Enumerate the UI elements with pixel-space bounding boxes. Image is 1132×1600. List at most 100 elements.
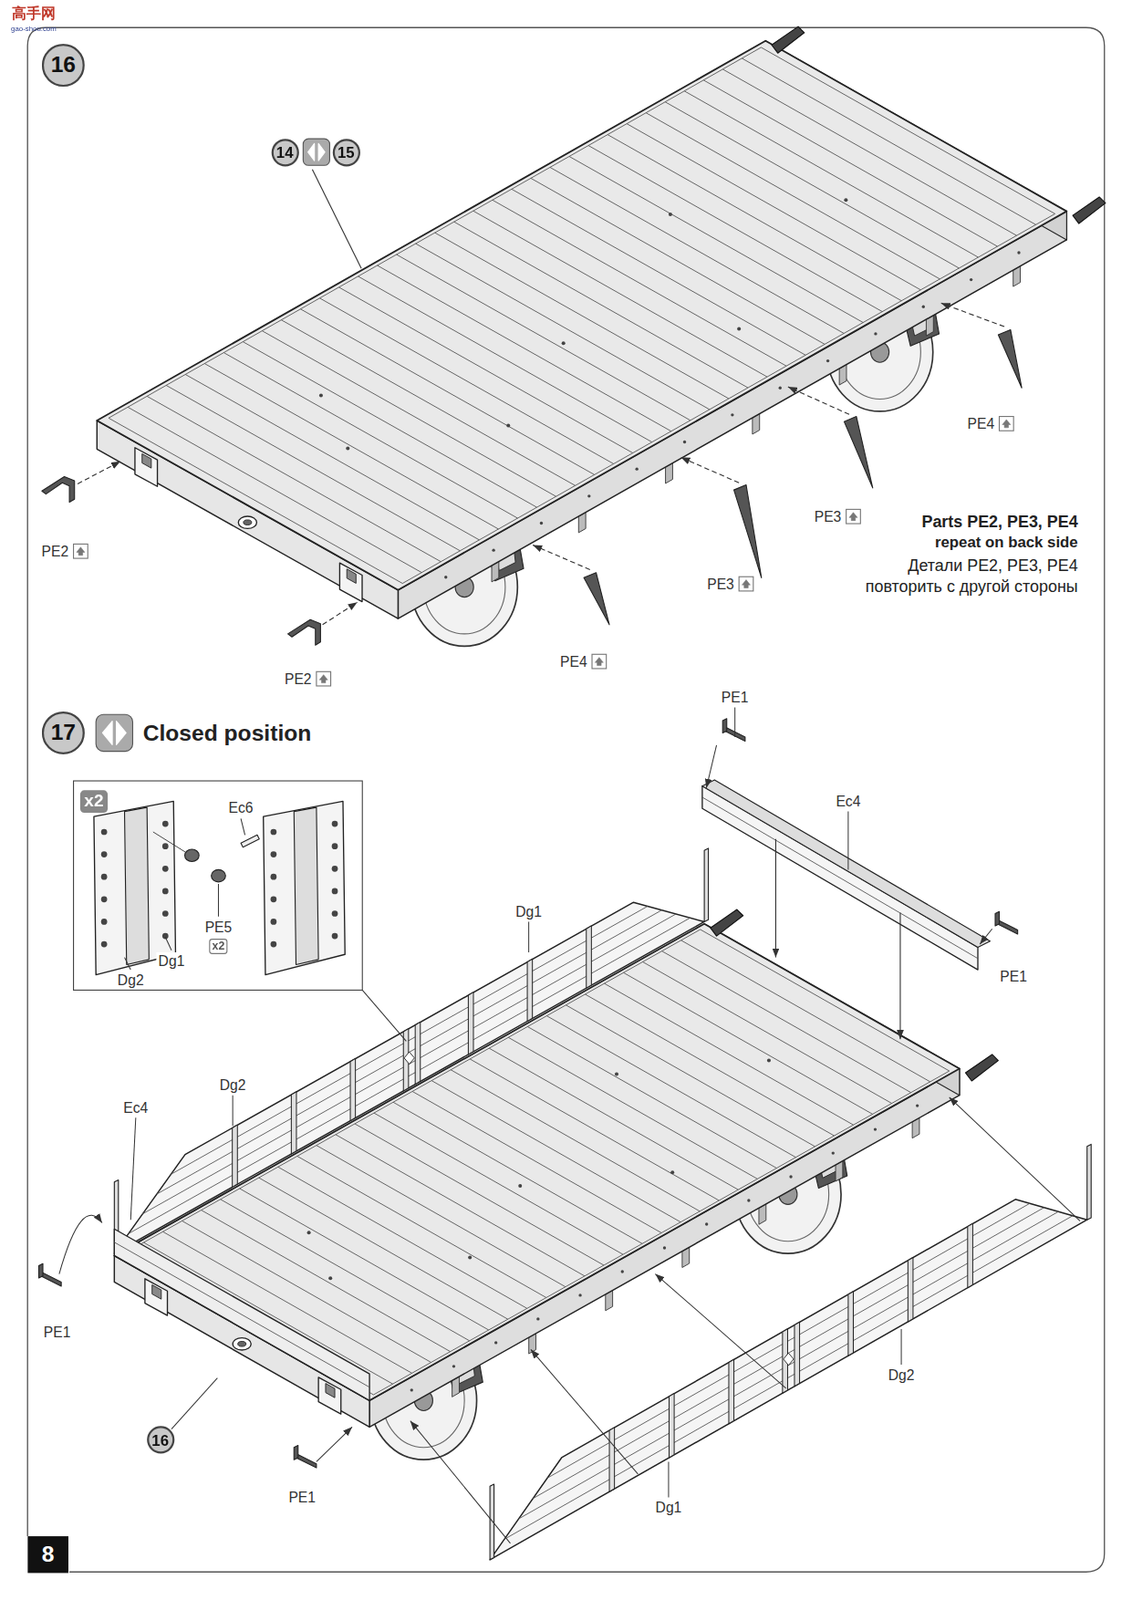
pe-icon: [316, 671, 332, 686]
leader-line: [706, 745, 717, 789]
deck-plank: [454, 221, 748, 388]
bolt: [162, 820, 169, 828]
leader-arrow: [899, 912, 901, 1039]
panel-stake: [415, 1021, 421, 1084]
step-number: 16: [41, 43, 85, 87]
deck-plank: [204, 363, 499, 530]
panel-stake: [848, 1291, 854, 1356]
panel-stake: [794, 1321, 800, 1386]
buffer-face: [346, 569, 356, 584]
part-pe2: [288, 619, 322, 645]
swap-icon-arrow: [116, 721, 127, 746]
deck-plank: [261, 331, 556, 498]
pe-icon-mark: [594, 657, 603, 666]
deck-plank: [143, 1242, 393, 1384]
part-pe2: [41, 477, 75, 503]
part-label: Ec4: [833, 792, 862, 810]
part-pe1: [41, 1271, 62, 1287]
part-label: PE1: [719, 688, 751, 706]
leader-arrow: [788, 386, 850, 415]
bolt: [873, 1127, 877, 1131]
part-label: Ec4: [121, 1099, 150, 1116]
part-pe4: [583, 572, 610, 625]
part-label: Dg2: [115, 971, 146, 988]
buffer-face: [142, 453, 152, 468]
far-buffer: [965, 1054, 999, 1081]
deck-plank: [146, 395, 441, 561]
rivet: [561, 341, 566, 345]
part-label: PE2: [39, 542, 71, 560]
pe-icon: [846, 508, 862, 524]
bolt: [873, 332, 877, 335]
node-text: 8: [41, 1543, 55, 1567]
rivet: [506, 423, 510, 427]
deck-plank: [185, 373, 479, 540]
deck-plank: [588, 145, 883, 312]
deck-plank: [527, 1026, 777, 1168]
node-text: 16: [51, 53, 76, 77]
note: Parts PE2, PE3, PE4: [919, 513, 1081, 533]
deck-plank: [488, 1048, 738, 1190]
bolt: [332, 865, 339, 873]
leader-arrow: [77, 461, 121, 485]
leader-arrow: [322, 602, 358, 625]
end-board: [114, 1228, 370, 1401]
deck-plank: [626, 124, 921, 291]
node-text: 17: [51, 721, 76, 745]
deck-plank: [722, 69, 1017, 236]
far-buffer: [771, 26, 805, 53]
page-frame: [27, 27, 1105, 1572]
bolt: [332, 820, 339, 828]
leader-line: [734, 706, 736, 737]
panel-stake: [527, 958, 533, 1021]
swap-icon: [302, 138, 330, 166]
part-pe3: [734, 485, 762, 579]
panel-stake: [609, 1427, 615, 1492]
bolt: [101, 829, 108, 836]
side-panel: [489, 1199, 1088, 1560]
part-label: PE4: [558, 653, 590, 670]
rivet: [670, 1170, 675, 1174]
swap-icon-arrow: [308, 143, 315, 161]
deck-plank: [278, 1166, 528, 1309]
part-pe1: [995, 911, 999, 926]
panel-stake: [586, 925, 592, 988]
bolt: [332, 910, 339, 917]
rivet: [843, 197, 848, 202]
watermark: 高手网: [10, 5, 57, 22]
bolt: [789, 1174, 792, 1178]
bolt: [578, 1293, 582, 1297]
leader-arrow: [680, 456, 739, 483]
swap-icon-arrow: [318, 143, 325, 161]
bolt: [491, 548, 495, 551]
deck-plank: [435, 232, 729, 399]
bolt: [410, 1388, 414, 1392]
bolt: [101, 873, 108, 881]
inset-frame: [73, 780, 364, 990]
pe-icon-mark: [742, 580, 751, 589]
deck-plank: [607, 135, 902, 302]
pe-icon: [738, 576, 754, 592]
rivet: [767, 1059, 771, 1063]
part-label: PE4: [965, 415, 997, 432]
part-pe1: [293, 1445, 298, 1461]
bolt: [683, 440, 686, 444]
leader-arrow: [532, 545, 591, 571]
panel-plank: [504, 1215, 1073, 1540]
panel-stake: [350, 1058, 356, 1121]
deck-plank: [393, 1101, 643, 1244]
deck-plank: [373, 1112, 624, 1255]
deck-plank: [450, 1069, 700, 1212]
bolt: [162, 910, 169, 917]
part-label: PE2: [282, 670, 314, 687]
pe-icon: [73, 543, 89, 559]
step-number: 17: [41, 711, 85, 755]
bolt: [634, 467, 638, 471]
deck-rim: [108, 47, 1056, 584]
part-label: Dg1: [653, 1499, 684, 1517]
part-pe1: [996, 919, 1018, 935]
deck-plank: [681, 940, 931, 1082]
pe-icon-mark: [76, 547, 85, 556]
deck-plank: [339, 287, 634, 454]
